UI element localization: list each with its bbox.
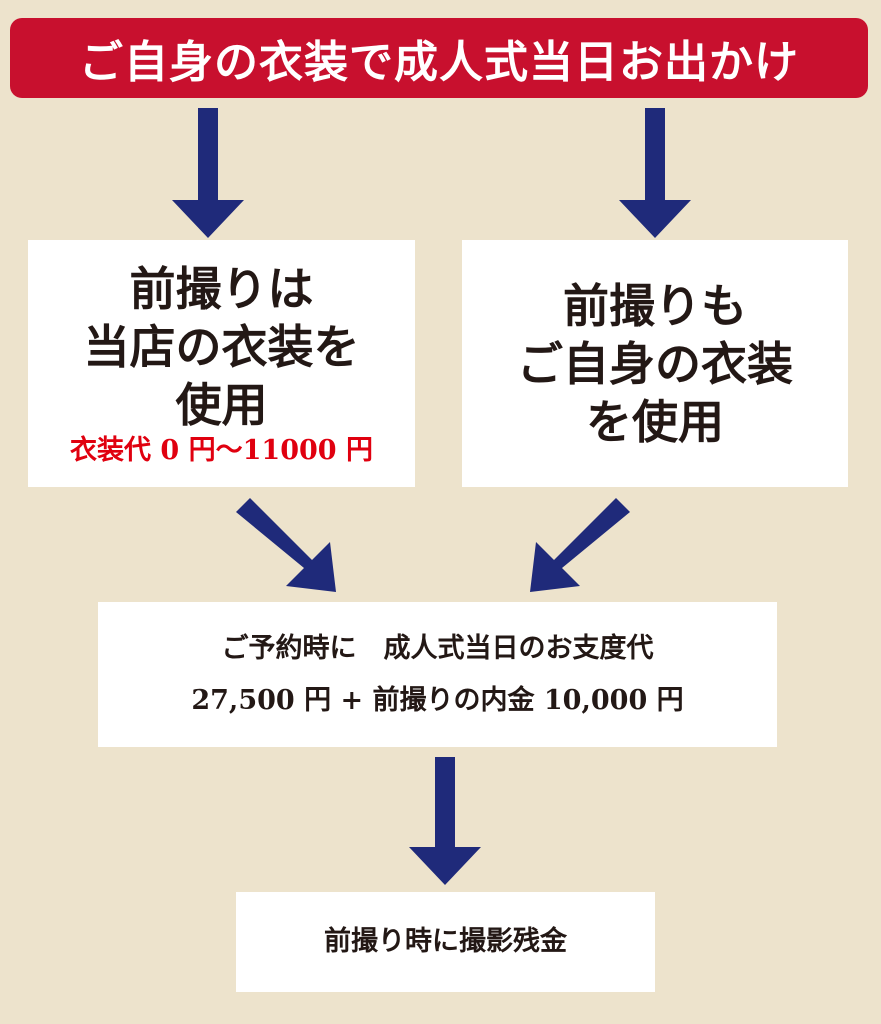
- option-text-line: 使用: [175, 377, 268, 432]
- option-text-line: ご自身の衣装: [517, 336, 793, 391]
- reservation-payment-box: ご予約時に 成人式当日のお支度代 27,500 円 + 前撮りの内金 10,00…: [98, 602, 777, 747]
- final-payment-box: 前撮り時に撮影残金: [236, 892, 655, 992]
- arrow-down-right: [619, 108, 691, 238]
- option-text-line: 前撮りは: [129, 261, 314, 316]
- option-text-line: 前撮りも: [563, 278, 747, 333]
- final-payment-text: 前撮り時に撮影残金: [324, 926, 567, 957]
- option-text-line: を使用: [586, 394, 724, 449]
- arrow-down-left: [172, 108, 244, 238]
- arrow-diagonal-right: [530, 498, 630, 592]
- reservation-line-2: 27,500 円 + 前撮りの内金 10,000 円: [191, 684, 684, 716]
- banner-title: ご自身の衣装で成人式当日お出かけ: [79, 37, 799, 88]
- costume-price: 衣装代 0 円〜11000 円: [70, 434, 373, 466]
- arrow-down-center: [409, 757, 481, 885]
- arrow-diagonal-left: [236, 498, 336, 592]
- option-box-own-costume: 前撮りも ご自身の衣装 を使用: [462, 240, 848, 487]
- option-box-shop-costume: 前撮りは 当店の衣装を 使用 衣装代 0 円〜11000 円: [28, 240, 415, 487]
- option-text-line: 当店の衣装を: [83, 319, 360, 374]
- title-banner: ご自身の衣装で成人式当日お出かけ: [10, 18, 868, 98]
- reservation-line-1: ご予約時に 成人式当日のお支度代: [221, 632, 654, 664]
